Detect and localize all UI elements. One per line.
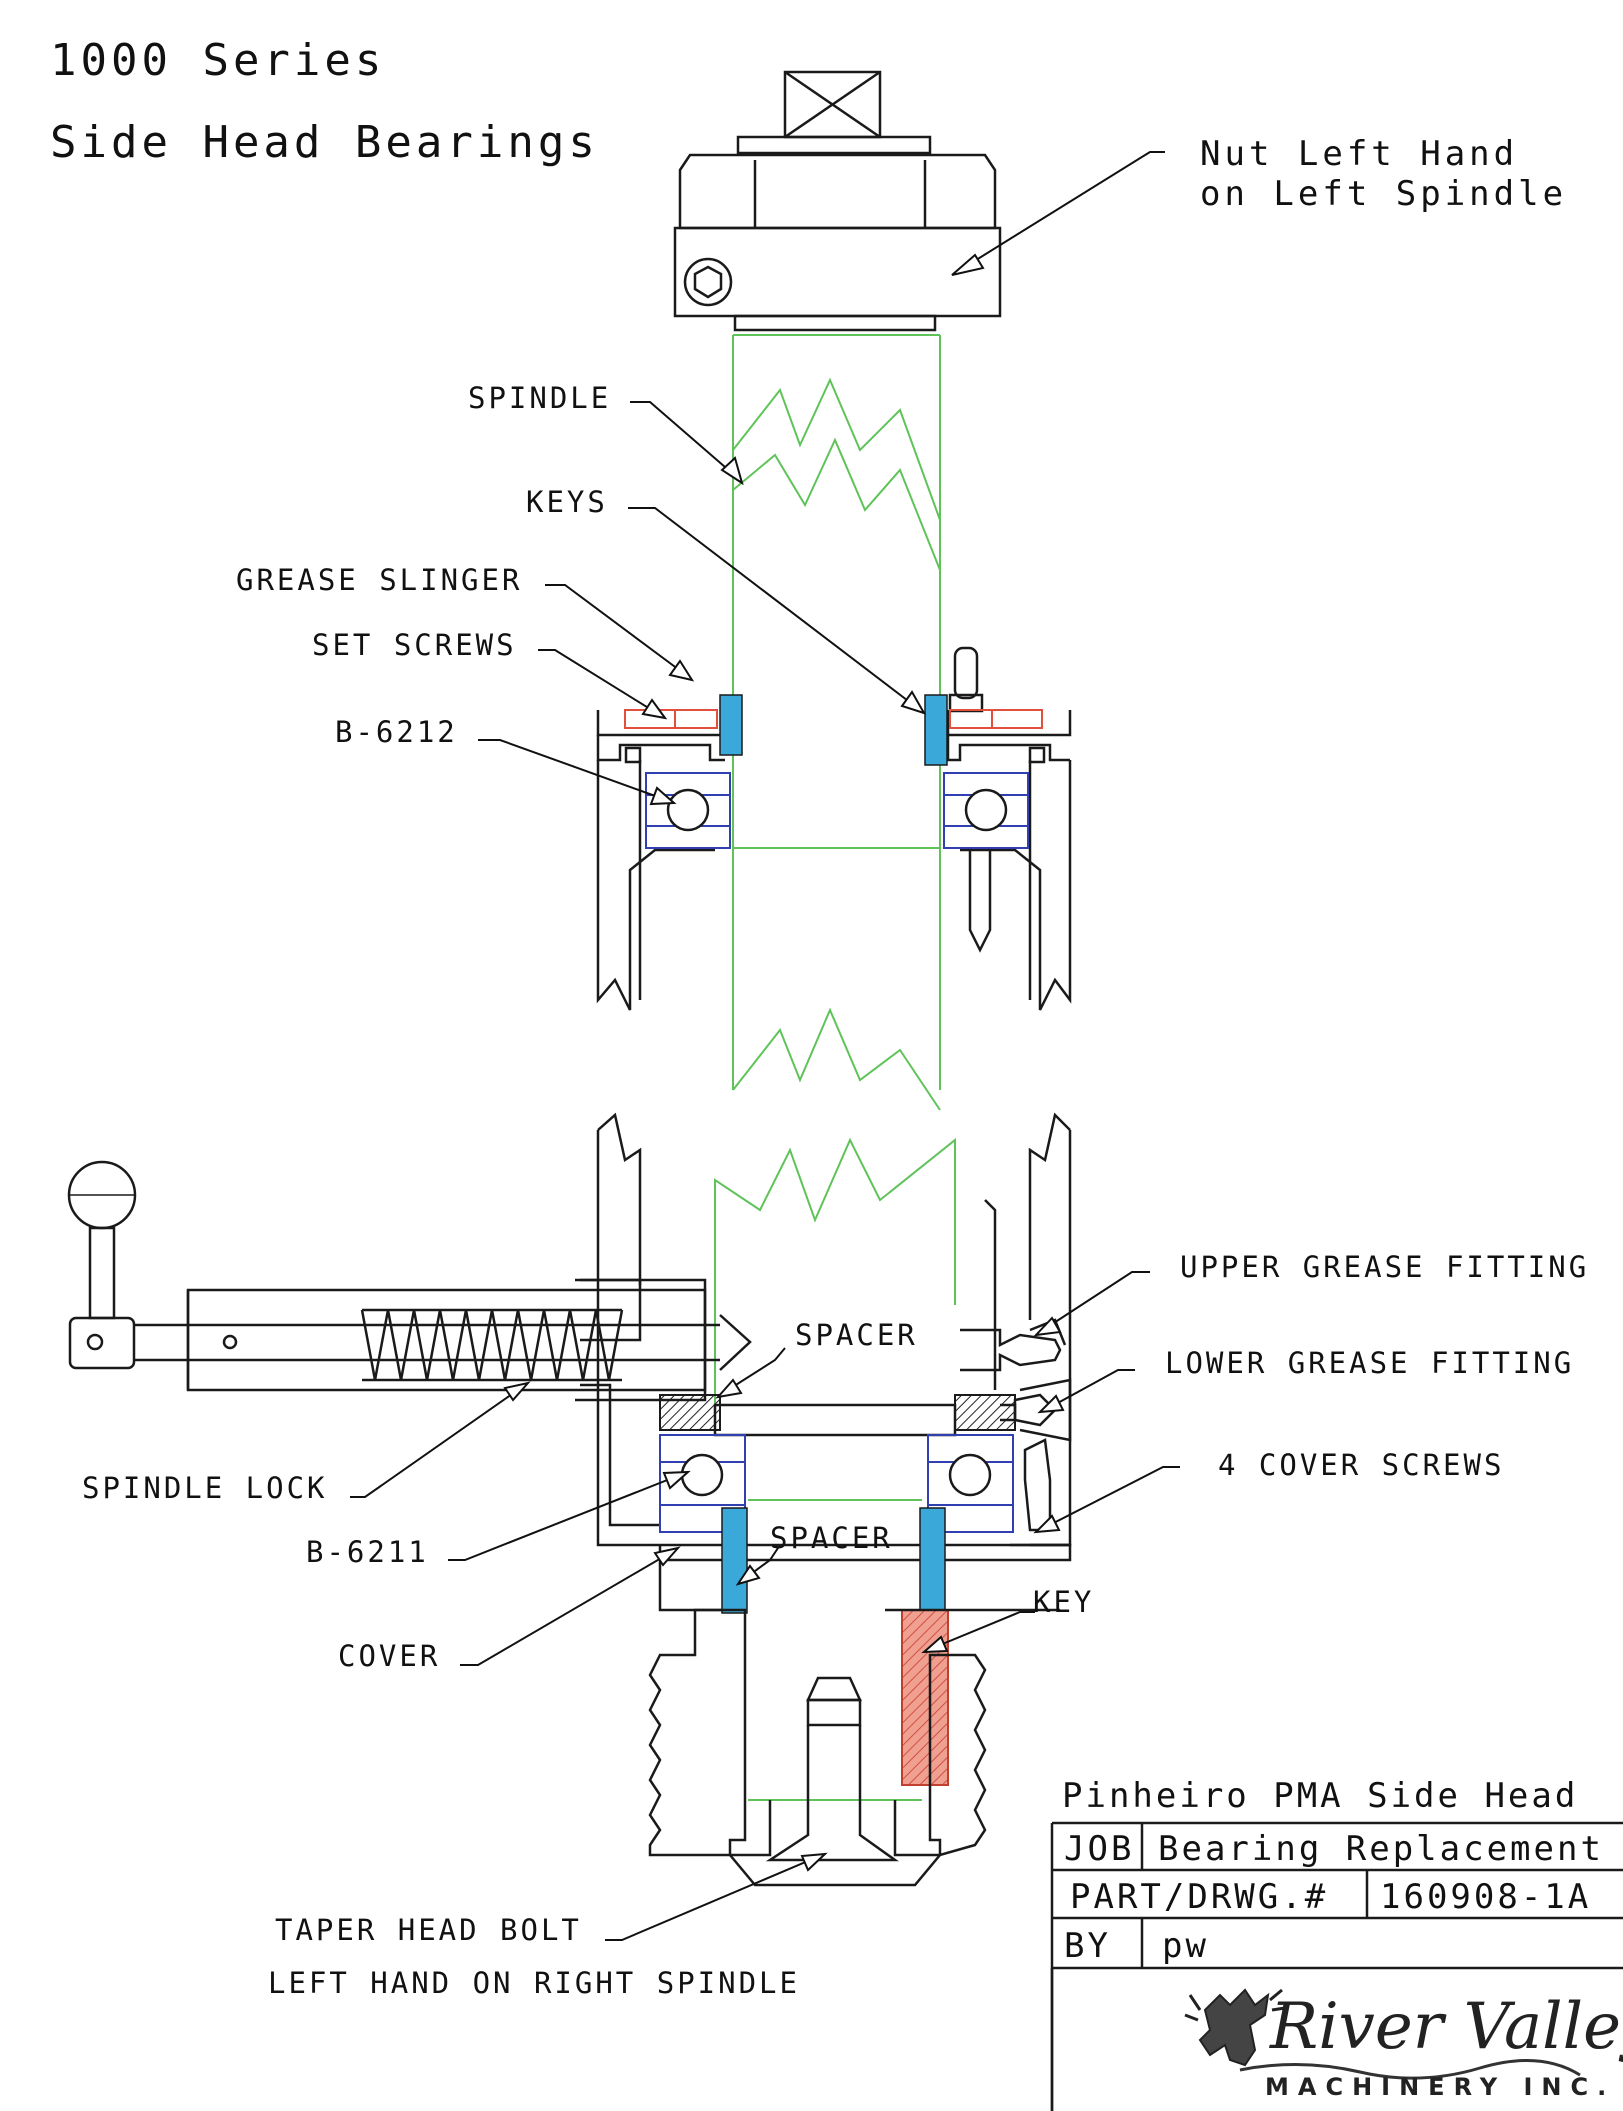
callout-spacer-upper: SPACER — [795, 1318, 918, 1352]
spindle-shaft-lower — [714, 1137, 956, 1801]
grease-slinger — [719, 694, 743, 756]
grease-fittings — [960, 1318, 1072, 1442]
drawing-title-line1: 1000 Series — [50, 35, 385, 86]
drawing-title-line2: Side Head Bearings — [50, 117, 599, 168]
spacer-lower — [721, 1507, 946, 1614]
logo-name: River Valley — [1269, 1990, 1623, 2064]
bearing-b6211 — [659, 1434, 1014, 1533]
set-screws — [624, 709, 1043, 729]
spindle-nut — [673, 70, 1002, 332]
callout-cover-screws: 4 COVER SCREWS — [1218, 1448, 1504, 1482]
callout-keys: KEYS — [526, 485, 608, 519]
callout-set-screws: SET SCREWS — [312, 628, 517, 662]
spindle-key — [885, 1608, 1060, 1786]
callout-bearing-upper: B-6212 — [335, 715, 458, 749]
leader-lines — [350, 151, 1180, 1941]
callout-nut-line1: Nut Left Hand — [1200, 134, 1518, 174]
spindle-shaft-upper — [732, 334, 941, 1111]
callout-spindle-lock: SPINDLE LOCK — [82, 1471, 328, 1505]
by-label: BY — [1064, 1926, 1111, 1966]
moose-icon — [1184, 1988, 1286, 2067]
callout-upper-grease-fitting: UPPER GREASE FITTING — [1180, 1250, 1589, 1284]
upper-bearing-housing — [596, 646, 1072, 1011]
part-value: 160908-1A — [1380, 1877, 1591, 1917]
job-label: JOB — [1064, 1829, 1134, 1869]
callout-nut-line2: on Left Spindle — [1200, 174, 1567, 214]
lock-spring — [360, 1308, 624, 1382]
by-value: pw — [1162, 1926, 1209, 1966]
callout-bearing-lower: B-6211 — [306, 1535, 429, 1569]
company-logo: River Valley MACHINERY INC. — [1184, 1988, 1623, 2101]
job-value: Bearing Replacement — [1158, 1829, 1604, 1869]
callout-taper-bolt-line1: TAPER HEAD BOLT — [275, 1913, 582, 1947]
callout-grease-slinger: GREASE SLINGER — [236, 563, 522, 597]
spindle-keys — [924, 694, 948, 766]
logo-subtitle: MACHINERY INC. — [1265, 2073, 1615, 2101]
callout-lower-grease-fitting: LOWER GREASE FITTING — [1165, 1346, 1574, 1380]
taper-head-bolt — [765, 1676, 899, 1862]
callout-spindle: SPINDLE — [468, 381, 611, 415]
callout-spacer-lower: SPACER — [770, 1521, 893, 1555]
part-label: PART/DRWG.# — [1070, 1877, 1328, 1917]
spindle-lock — [67, 1160, 752, 1402]
callout-taper-bolt-line2: LEFT HAND ON RIGHT SPINDLE — [268, 1966, 800, 2000]
spindle-pulley — [648, 1608, 987, 1887]
callout-cover: COVER — [338, 1639, 440, 1673]
bearing-b6212 — [645, 772, 1029, 849]
title-block: Pinheiro PMA Side Head JOB Bearing Repla… — [1050, 1776, 1623, 2111]
callout-key: KEY — [1033, 1585, 1094, 1619]
title-block-heading: Pinheiro PMA Side Head — [1062, 1776, 1578, 1816]
